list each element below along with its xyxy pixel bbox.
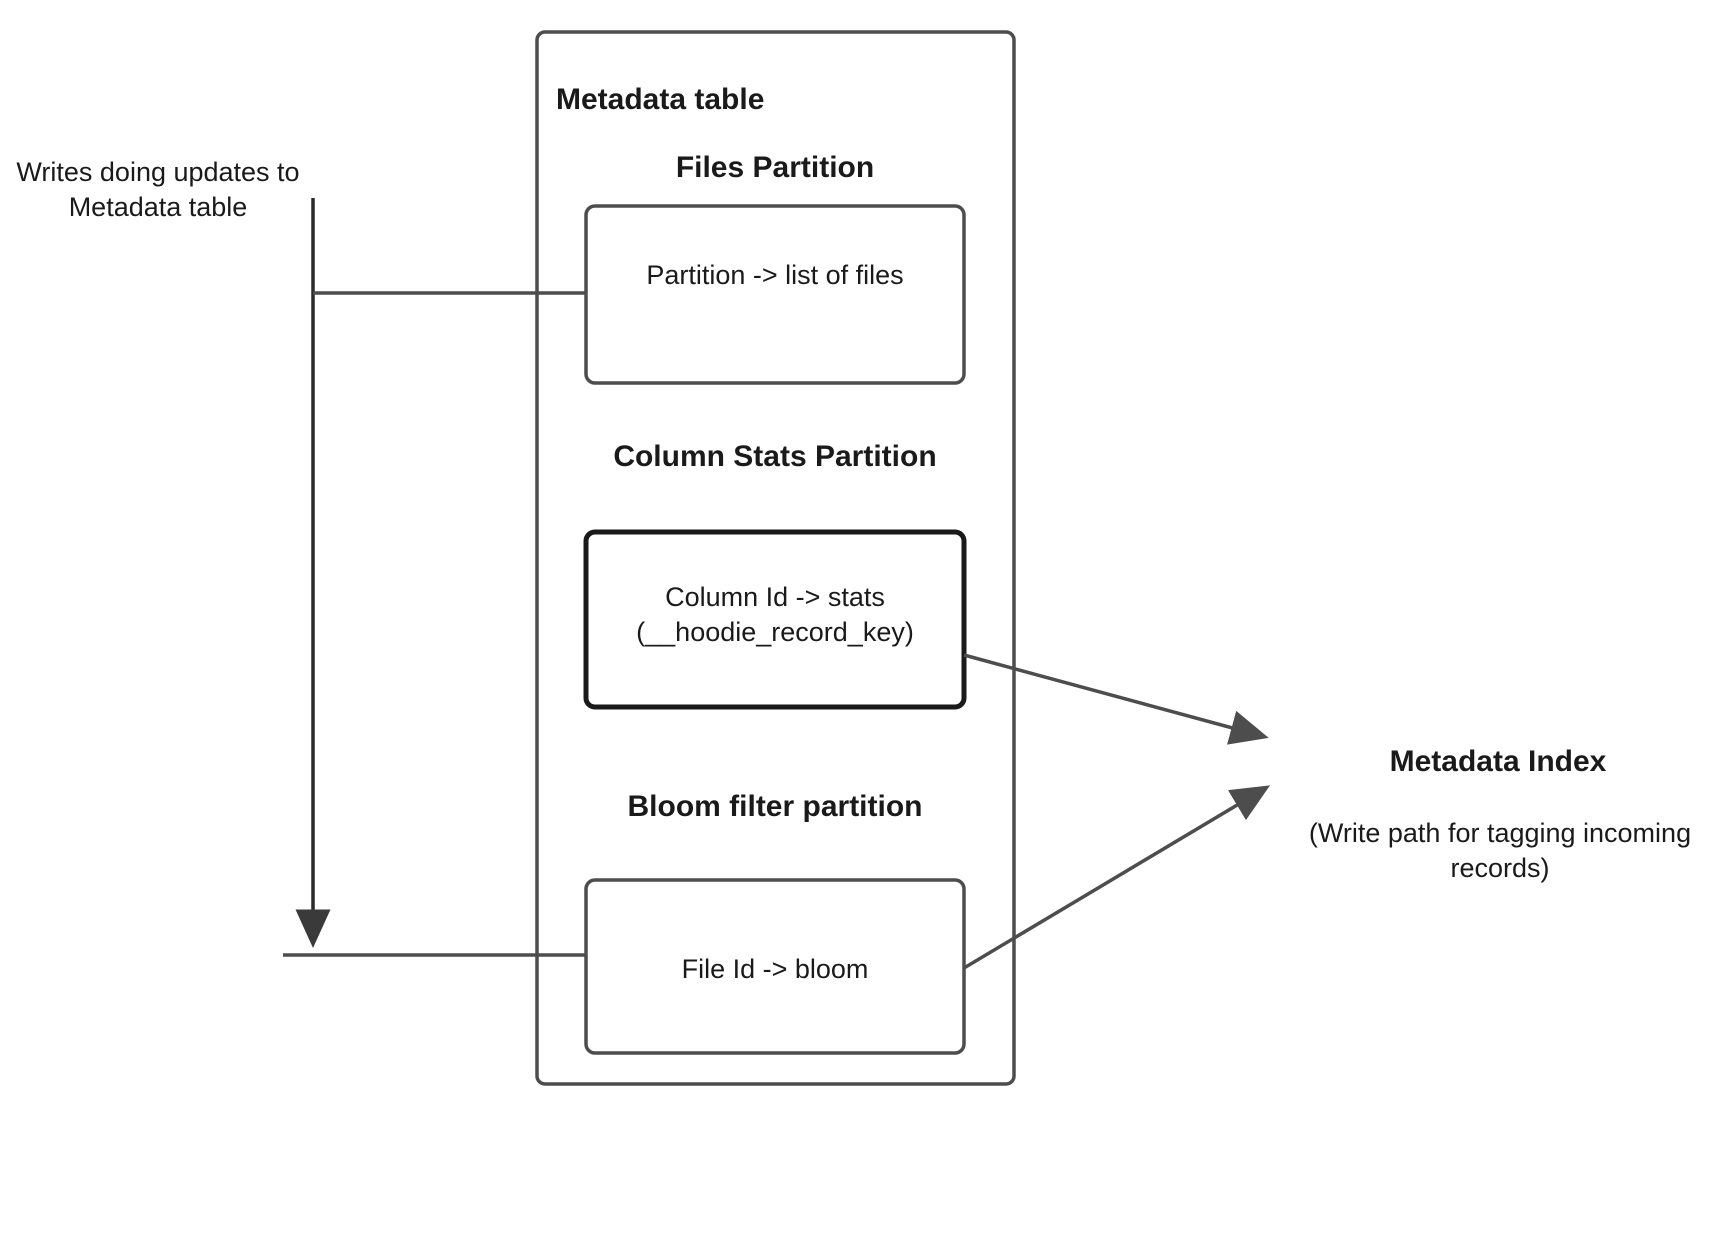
column-stats-partition-heading: Column Stats Partition	[613, 440, 937, 473]
column-stats-to-metadata-index-arrow	[963, 653, 1269, 745]
files-partition-box-label: Partition -> list of files	[646, 260, 904, 290]
bloom-filter-partition-heading: Bloom filter partition	[627, 790, 923, 823]
column-stats-partition-box-label: Column Id -> stats (__hoodie_record_key)	[636, 582, 914, 648]
metadata-table-title: Metadata table	[556, 83, 765, 116]
metadata-index-note: (Write path for tagging incoming records…	[1308, 818, 1692, 884]
metadata-table-container	[535, 30, 1016, 1086]
files-partition-heading: Files Partition	[675, 151, 875, 184]
metadata-index-title: Metadata Index	[1389, 745, 1607, 778]
bloom-filter-partition-box-label: File Id -> bloom	[681, 954, 869, 984]
files-partition-box	[584, 204, 966, 385]
bloom-filter-to-metadata-index-arrow	[963, 785, 1271, 970]
writes-updates-label: Writes doing updates to Metadata table	[16, 157, 300, 223]
